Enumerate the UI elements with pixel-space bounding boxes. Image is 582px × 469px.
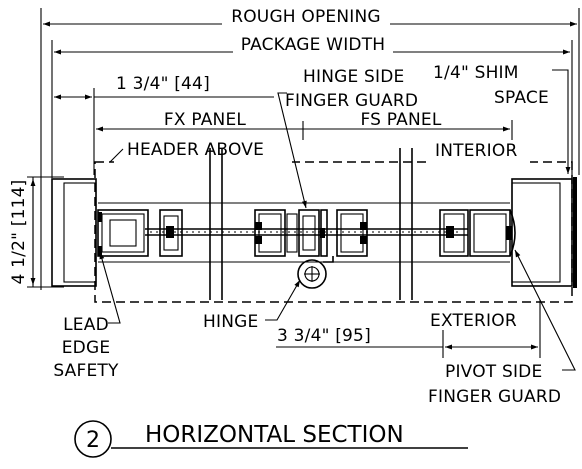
rough-opening-dimension: ROUGH OPENING bbox=[40, 7, 580, 290]
lead-edge-safety-note: LEAD EDGE SAFETY bbox=[53, 251, 121, 381]
pivot-side-finger-guard-note: PIVOT SIDE FINGER GUARD bbox=[428, 249, 576, 407]
pivot-finger-guard-profile bbox=[469, 209, 516, 257]
fx-panel-label: FX PANEL bbox=[164, 110, 246, 130]
exterior-label: EXTERIOR bbox=[430, 311, 517, 331]
hinge-side-label-line2: FINGER GUARD bbox=[285, 91, 418, 111]
hinge-knuckle bbox=[297, 256, 334, 289]
header-above-outline: HEADER ABOVE INTERIOR bbox=[94, 140, 573, 303]
left-jamb bbox=[51, 178, 97, 287]
fs-panel-label: FS PANEL bbox=[361, 110, 442, 130]
left-offset-label: 1 3/4" [44] bbox=[116, 74, 210, 94]
lead-edge-label-line3: SAFETY bbox=[53, 361, 119, 381]
package-width-dimension: PACKAGE WIDTH bbox=[51, 35, 573, 178]
right-jamb bbox=[511, 177, 577, 288]
left-offset-dimension: 1 3/4" [44] bbox=[54, 74, 274, 175]
fs-hinge-profile bbox=[336, 209, 368, 257]
fs-pivot-profile bbox=[439, 209, 469, 257]
hinge-side-finger-guard-note: HINGE SIDE FINGER GUARD bbox=[277, 67, 418, 209]
hinge-label: HINGE bbox=[203, 312, 258, 332]
pivot-offset-label: 3 3/4" [95] bbox=[277, 326, 371, 346]
section-number: 2 bbox=[86, 428, 100, 453]
lead-edge-label-line1: LEAD bbox=[63, 315, 109, 335]
fx-mid-profile bbox=[159, 209, 183, 257]
frame-depth-label: 4 1/2" [114] bbox=[9, 180, 29, 285]
shim-label-line2: SPACE bbox=[494, 88, 549, 108]
pivot-side-label-line2: FINGER GUARD bbox=[428, 387, 561, 407]
package-width-label: PACKAGE WIDTH bbox=[241, 35, 386, 55]
panel-joints bbox=[209, 148, 413, 300]
exterior-note: EXTERIOR bbox=[425, 308, 529, 331]
pivot-side-label-line1: PIVOT SIDE bbox=[445, 362, 542, 382]
fx-hinge-profile bbox=[254, 209, 298, 257]
section-title: 2 HORIZONTAL SECTION bbox=[74, 420, 468, 458]
rough-opening-label: ROUGH OPENING bbox=[231, 7, 381, 27]
section-title-text: HORIZONTAL SECTION bbox=[145, 422, 404, 448]
lead-edge-label-line2: EDGE bbox=[62, 338, 111, 358]
fx-lead-edge-profile bbox=[97, 209, 149, 257]
frame-depth-dimension: 4 1/2" [114] bbox=[9, 176, 64, 288]
shim-space-note: 1/4" SHIM SPACE bbox=[433, 63, 571, 174]
header-above-label: HEADER ABOVE bbox=[127, 140, 264, 160]
hinge-note: HINGE bbox=[203, 279, 301, 332]
panel-dimensions: FX PANEL FS PANEL bbox=[96, 110, 513, 140]
pivot-offset-dimension: 3 3/4" [95] bbox=[276, 300, 541, 358]
interior-label: INTERIOR bbox=[435, 141, 517, 161]
shim-label-line1: 1/4" SHIM bbox=[433, 63, 519, 83]
hinge-finger-guard-profile bbox=[298, 209, 328, 257]
hinge-side-label-line1: HINGE SIDE bbox=[303, 67, 404, 87]
